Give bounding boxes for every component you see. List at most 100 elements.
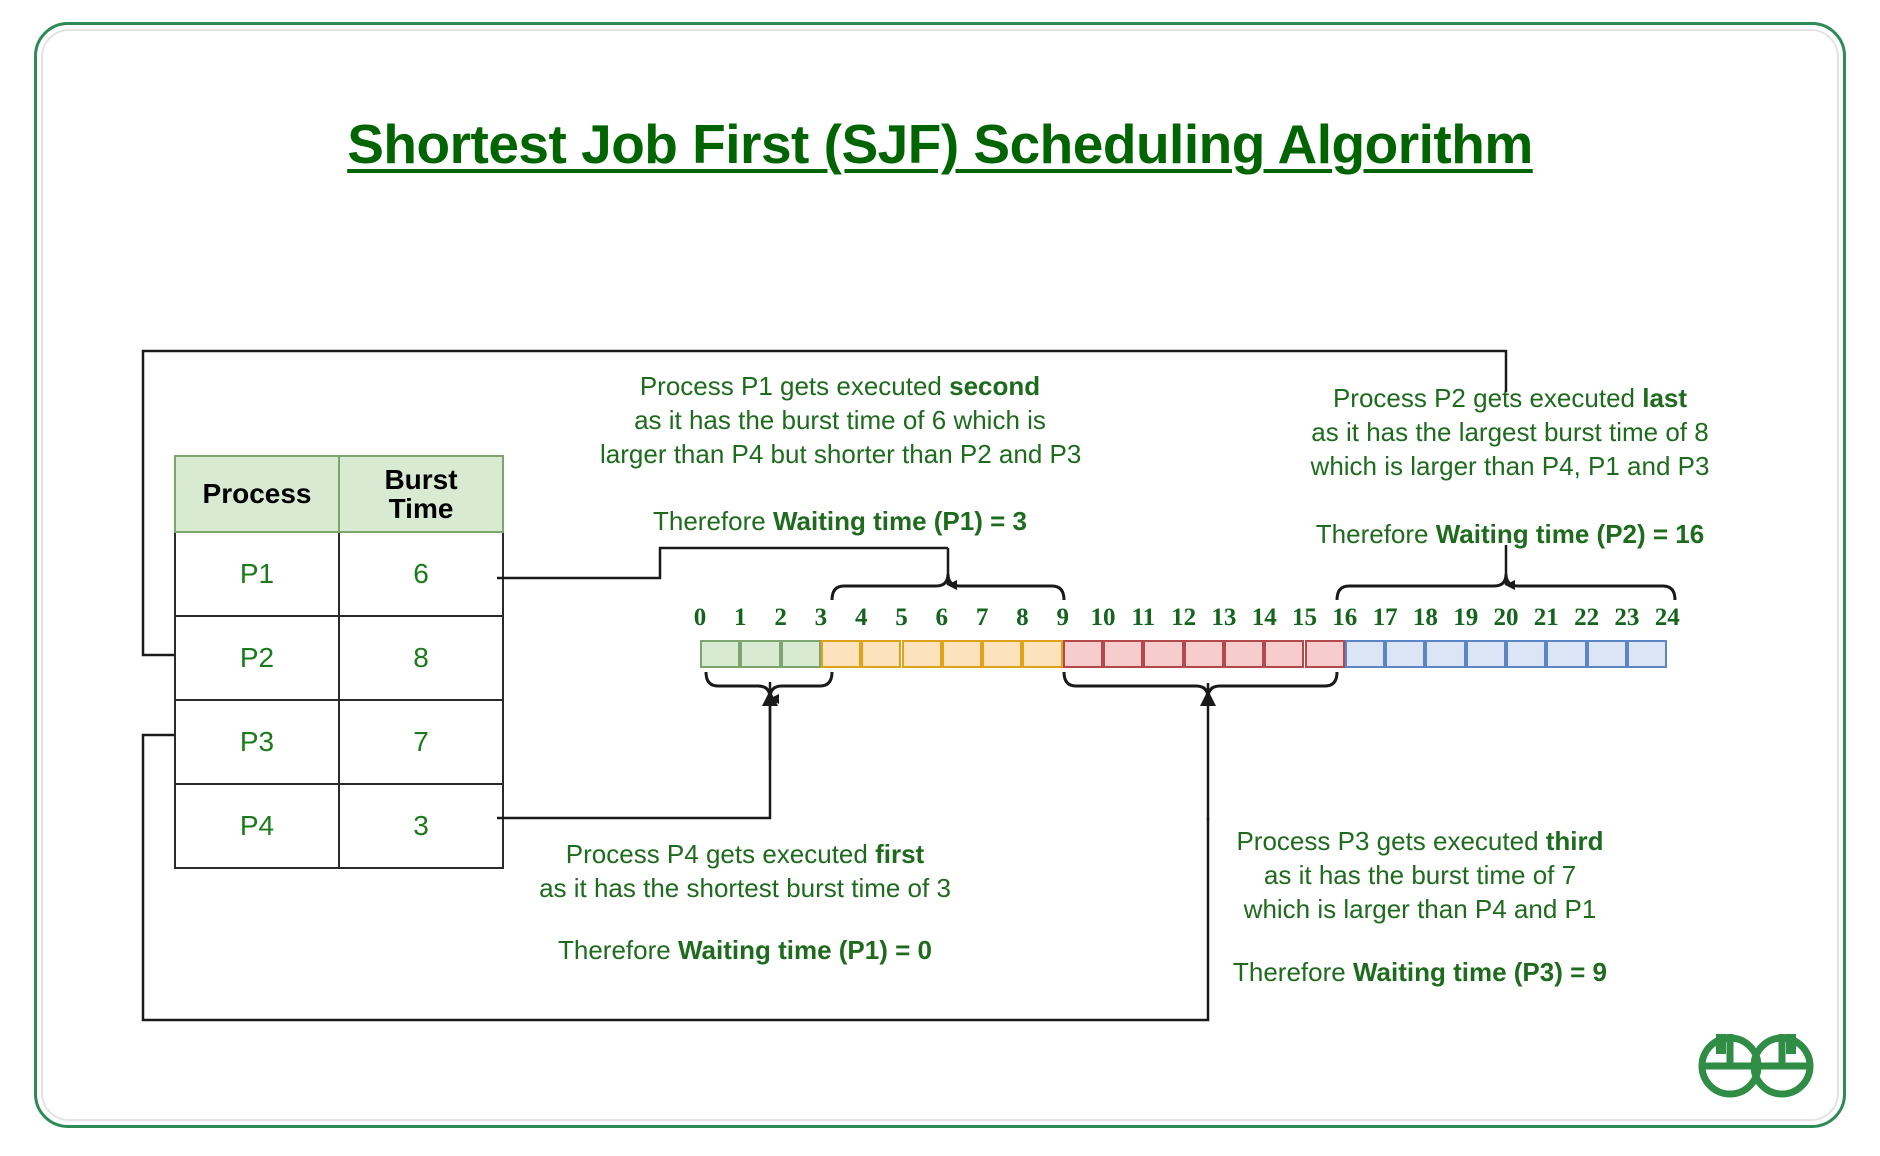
gantt-cell-p1-7 bbox=[982, 640, 1023, 668]
gantt-tick-22: 22 bbox=[1574, 604, 1600, 631]
gantt-cell-p3-9 bbox=[1062, 640, 1103, 668]
annotation-p4-line1: Process P4 gets executed first bbox=[525, 838, 965, 872]
annotation-p1-line1: Process P1 gets executed second bbox=[600, 370, 1080, 404]
annotation-p2-line1-prefix: Process P2 gets executed bbox=[1332, 383, 1643, 413]
gantt-tick-0: 0 bbox=[693, 604, 707, 631]
gantt-tick-10: 10 bbox=[1090, 604, 1116, 631]
annotation-p3-line1: Process P3 gets executed third bbox=[1200, 825, 1640, 859]
annotation-p1-line1-prefix: Process P1 gets executed bbox=[639, 371, 950, 401]
gantt-cell-p2-23 bbox=[1626, 640, 1668, 668]
table-row: P1 6 bbox=[174, 531, 504, 617]
annotation-p3-therefore: Therefore Waiting time (P3) = 9 bbox=[1200, 956, 1640, 990]
gantt-tick-17: 17 bbox=[1372, 604, 1398, 631]
gantt-cell-p2-18 bbox=[1425, 640, 1466, 668]
table-row: P4 3 bbox=[174, 783, 504, 869]
cell-burst-p4: 3 bbox=[338, 783, 504, 869]
gantt-tick-1: 1 bbox=[734, 604, 747, 631]
annotation-p3-line2: as it has the burst time of 7 bbox=[1263, 859, 1577, 890]
gantt-tick-7: 7 bbox=[975, 604, 989, 631]
annotation-p2-therefore: Therefore Waiting time (P2) = 16 bbox=[1280, 518, 1740, 552]
gantt-tick-19: 19 bbox=[1453, 604, 1479, 631]
gantt-tick-3: 3 bbox=[814, 604, 828, 631]
gantt-cell-p1-6 bbox=[941, 640, 983, 668]
annotation-p4-therefore-bold: Waiting time (P1) = 0 bbox=[677, 935, 932, 965]
gantt-tick-9: 9 bbox=[1056, 604, 1069, 631]
burst-time-line1: Burst bbox=[384, 463, 458, 495]
gantt-cell-p4-0 bbox=[700, 640, 741, 668]
annotation-p3-line3: which is larger than P4 and P1 bbox=[1243, 893, 1597, 924]
cell-process-p2: P2 bbox=[174, 615, 340, 701]
gantt-cell-p3-11 bbox=[1143, 640, 1184, 668]
gantt-cell-p2-22 bbox=[1586, 640, 1627, 668]
annotation-p2-line3: which is larger than P4, P1 and P3 bbox=[1310, 450, 1710, 481]
annotation-p1-therefore: Therefore Waiting time (P1) = 3 bbox=[600, 505, 1080, 539]
gantt-tick-15: 15 bbox=[1292, 604, 1317, 631]
gantt-tick-2: 2 bbox=[774, 604, 787, 631]
gantt-cell-p1-5 bbox=[901, 640, 942, 668]
gantt-tick-16: 16 bbox=[1332, 604, 1358, 631]
gantt-tick-5: 5 bbox=[895, 604, 908, 631]
annotation-p3-therefore-bold: Waiting time (P3) = 9 bbox=[1352, 957, 1607, 987]
gantt-tick-8: 8 bbox=[1016, 604, 1029, 631]
gantt-cell-p2-17 bbox=[1385, 640, 1426, 668]
annotation-p2-line1: Process P2 gets executed last bbox=[1280, 382, 1740, 416]
gantt-cell-p4-2 bbox=[780, 640, 821, 668]
annotation-p1-line1-bold: second bbox=[949, 371, 1041, 401]
gantt-tick-6: 6 bbox=[935, 604, 949, 631]
gantt-tick-23: 23 bbox=[1614, 604, 1640, 631]
annotation-p1-line2: as it has the burst time of 6 which is bbox=[634, 404, 1046, 435]
gantt-cell-p3-13 bbox=[1223, 640, 1265, 668]
gantt-cell-p4-1 bbox=[740, 640, 781, 668]
gantt-cell-p2-16 bbox=[1344, 640, 1386, 668]
process-burst-table: Process Burst Time P1 6 P2 8 P3 7 P4 bbox=[174, 455, 504, 869]
gantt-cell-p2-20 bbox=[1506, 640, 1547, 668]
annotation-p1-therefore-bold: Waiting time (P1) = 3 bbox=[772, 506, 1027, 536]
page-title: Shortest Job First (SJF) Scheduling Algo… bbox=[347, 113, 1533, 175]
gantt-cell-p3-14 bbox=[1264, 640, 1305, 668]
annotation-p2-therefore-prefix: Therefore bbox=[1315, 519, 1436, 549]
annotation-p3-line1-bold: third bbox=[1545, 826, 1604, 856]
cell-burst-p2: 8 bbox=[338, 615, 504, 701]
gantt-tick-4: 4 bbox=[854, 604, 868, 631]
gantt-tick-12: 12 bbox=[1171, 604, 1197, 631]
annotation-p4-therefore-prefix: Therefore bbox=[558, 935, 678, 965]
column-header-burst-time: Burst Time bbox=[338, 455, 504, 533]
gantt-tick-11: 11 bbox=[1131, 604, 1156, 631]
geeksforgeeks-logo bbox=[1686, 1020, 1826, 1110]
cell-process-p4: P4 bbox=[174, 783, 340, 869]
cell-process-p1: P1 bbox=[174, 531, 340, 617]
annotation-p2-line1-bold: last bbox=[1642, 383, 1688, 413]
annotation-p3-line1-prefix: Process P3 gets executed bbox=[1236, 826, 1546, 856]
gantt-tick-13: 13 bbox=[1211, 604, 1237, 631]
gantt-cell-p1-4 bbox=[861, 640, 902, 668]
gantt-cell-p3-10 bbox=[1103, 640, 1144, 668]
cell-process-p3: P3 bbox=[174, 699, 340, 785]
annotation-p1-therefore-prefix: Therefore bbox=[653, 506, 773, 536]
gantt-cell-p1-8 bbox=[1022, 640, 1063, 668]
annotation-p4: Process P4 gets executed first as it has… bbox=[525, 838, 965, 906]
annotation-p2-therefore-bold: Waiting time (P2) = 16 bbox=[1435, 519, 1705, 549]
annotation-p1-line3: larger than P4 but shorter than P2 and P… bbox=[600, 438, 1082, 469]
annotation-p4-therefore: Therefore Waiting time (P1) = 0 bbox=[525, 934, 965, 968]
outer-border bbox=[34, 22, 1846, 1128]
cell-burst-p3: 7 bbox=[338, 699, 504, 785]
table-row: P3 7 bbox=[174, 699, 504, 785]
annotation-p4-line1-prefix: Process P4 gets executed bbox=[565, 839, 876, 869]
annotation-p4-line1-bold: first bbox=[875, 839, 925, 869]
gfg-logo-icon bbox=[1698, 1028, 1814, 1098]
annotation-p4-line2: as it has the shortest burst time of 3 bbox=[539, 872, 951, 903]
gantt-tick-21: 21 bbox=[1533, 604, 1559, 631]
annotation-p3: Process P3 gets executed third as it has… bbox=[1200, 825, 1640, 926]
annotation-p2-line2: as it has the largest burst time of 8 bbox=[1311, 416, 1709, 447]
cell-burst-p1: 6 bbox=[338, 531, 504, 617]
gantt-tick-14: 14 bbox=[1251, 604, 1277, 631]
table-header-row: Process Burst Time bbox=[174, 455, 504, 533]
column-header-process: Process bbox=[174, 455, 340, 533]
gantt-cell-p3-15 bbox=[1304, 640, 1345, 668]
annotation-p2: Process P2 gets executed last as it has … bbox=[1280, 382, 1740, 483]
table-row: P2 8 bbox=[174, 615, 504, 701]
gantt-tick-20: 20 bbox=[1493, 604, 1519, 631]
burst-time-line2: Time bbox=[388, 493, 454, 524]
annotation-p1: Process P1 gets executed second as it ha… bbox=[600, 370, 1082, 471]
